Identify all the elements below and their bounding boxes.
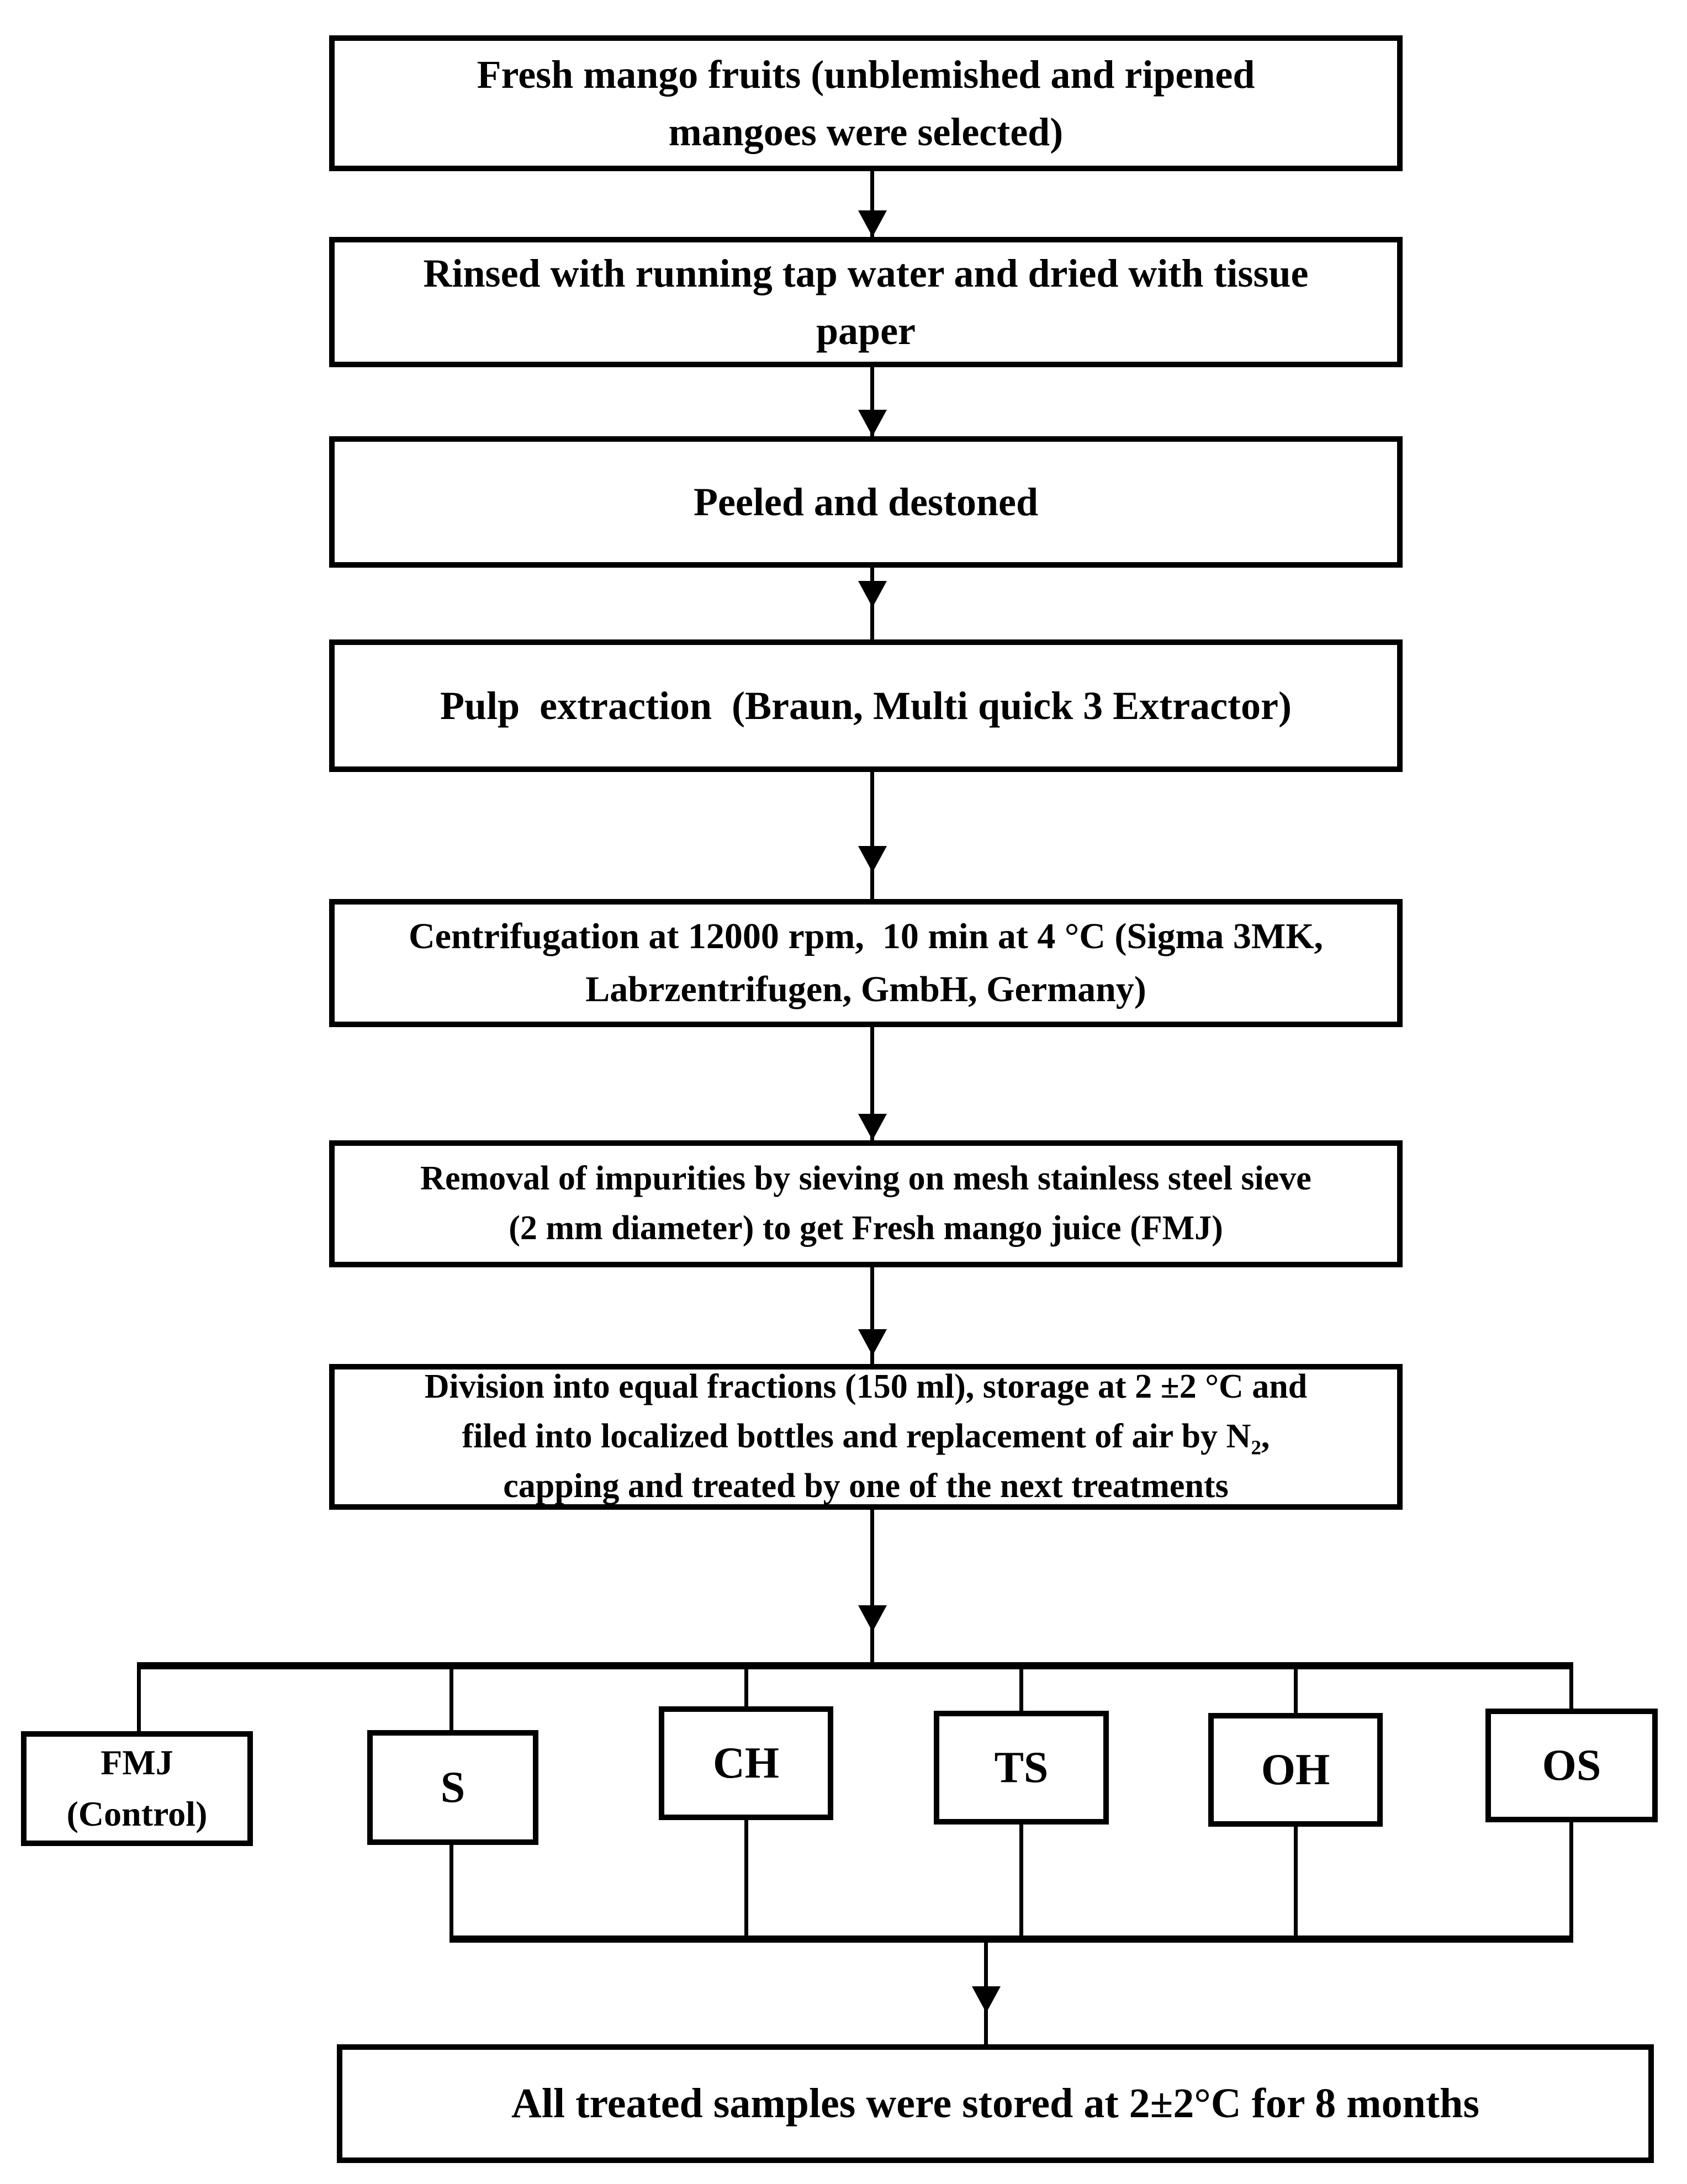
branch-downline-oh (1294, 1827, 1298, 1936)
branch-box-os: OS (1485, 1709, 1658, 1822)
step-box-peel-destone: Peeled and destoned (329, 436, 1403, 568)
branch-stub-ts (1019, 1669, 1023, 1711)
step-text-division: Division into equal fractions (150 ml), … (424, 1368, 1308, 1505)
down-arrowhead-icon (858, 210, 887, 237)
branch-box-s: S (367, 1730, 538, 1845)
arrow-shaft (870, 1510, 874, 1662)
step-box-division: Division into equal fractions (150 ml), … (329, 1364, 1403, 1510)
branch-downline-ch (744, 1820, 748, 1936)
branch-label-ts: TS (994, 1743, 1049, 1792)
branch-label-ch: CH (713, 1739, 779, 1788)
step-text-rinse: Rinsed with running tap water and dried … (423, 251, 1309, 353)
branch-box-ch: CH (659, 1706, 833, 1820)
step-box-rinse: Rinsed with running tap water and dried … (329, 237, 1403, 367)
final-box-text: All treated samples were stored at 2±2°C… (511, 2080, 1480, 2127)
down-arrowhead-icon (858, 1329, 887, 1356)
branch-downline-s (449, 1845, 453, 1936)
down-arrowhead-icon (858, 410, 887, 436)
step-box-fresh-mango: Fresh mango fruits (unblemished and ripe… (329, 35, 1403, 171)
branch-label-os: OS (1542, 1741, 1601, 1790)
arrow-shaft (870, 772, 874, 899)
down-arrowhead-icon (858, 846, 887, 872)
step-text-sieving: Removal of impurities by sieving on mesh… (420, 1160, 1311, 1247)
distribution-bar (137, 1662, 1573, 1669)
branch-box-fmj-control: FMJ (Control) (21, 1731, 253, 1846)
branch-stub-ch (744, 1669, 748, 1706)
branch-label-s: S (440, 1763, 466, 1812)
step-text-fresh-mango: Fresh mango fruits (unblemished and ripe… (477, 52, 1255, 154)
down-arrowhead-icon (858, 581, 887, 607)
final-box-storage: All treated samples were stored at 2±2°C… (337, 2044, 1654, 2163)
branch-stub-oh (1294, 1669, 1298, 1713)
down-arrowhead-icon (858, 1605, 887, 1632)
down-arrowhead-icon (972, 1986, 1001, 2013)
arrow-shaft (870, 1027, 874, 1140)
branch-box-oh: OH (1208, 1713, 1383, 1827)
step-box-sieving: Removal of impurities by sieving on mesh… (329, 1140, 1403, 1267)
branch-downline-ts (1019, 1825, 1023, 1936)
branch-downline-os (1569, 1822, 1573, 1936)
step-text-peel-destone: Peeled and destoned (693, 479, 1039, 524)
down-arrowhead-icon (858, 1114, 887, 1140)
merge-bar (449, 1936, 1573, 1943)
arrow-shaft (870, 1267, 874, 1364)
branch-stub-os (1569, 1669, 1573, 1709)
arrow-shaft (870, 171, 874, 237)
branch-box-ts: TS (934, 1711, 1109, 1825)
step-box-centrifugation: Centrifugation at 12000 rpm, 10 min at 4… (329, 899, 1403, 1027)
step-text-centrifugation: Centrifugation at 12000 rpm, 10 min at 4… (408, 916, 1324, 1009)
step-box-pulp-extraction: Pulp extraction (Braun, Multi quick 3 Ex… (329, 639, 1403, 772)
arrow-shaft (870, 367, 874, 436)
branch-stub-s (449, 1669, 453, 1731)
branch-label-fmj-control: FMJ (Control) (66, 1743, 208, 1833)
branch-label-oh: OH (1261, 1746, 1330, 1794)
branch-stub-fmj (137, 1669, 141, 1731)
step-text-pulp-extraction: Pulp extraction (Braun, Multi quick 3 Ex… (440, 683, 1292, 728)
